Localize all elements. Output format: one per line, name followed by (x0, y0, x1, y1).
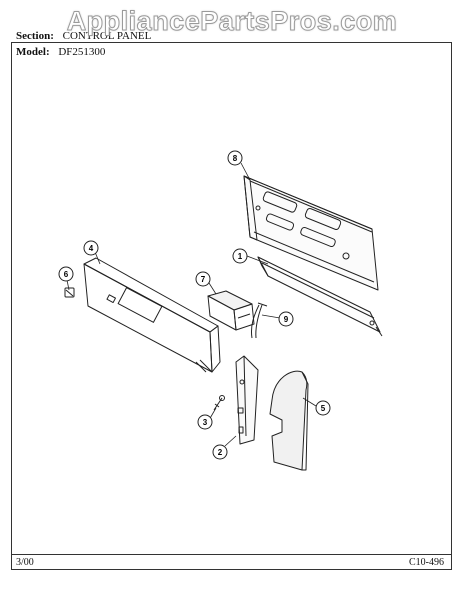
callout-3: 3 (197, 414, 213, 430)
callout-1-label: 1 (238, 252, 243, 261)
section-value: CONTROL PANEL (62, 30, 152, 42)
part-6-clip (64, 287, 75, 298)
callout-5: 5 (315, 400, 331, 416)
part-3-screw (213, 395, 225, 411)
part-1-trim-strip (257, 256, 383, 337)
model-header: Model: DF251300 (16, 46, 105, 58)
part-4-control-panel (83, 257, 221, 373)
callout-8: 8 (227, 150, 243, 166)
callout-6-label: 6 (64, 270, 69, 279)
footer-rule (11, 554, 452, 555)
callout-7: 7 (195, 271, 211, 287)
callout-4-label: 4 (89, 244, 94, 253)
footer-code: C10-496 (409, 557, 444, 568)
section-header: Section: CONTROL PANEL (16, 30, 151, 42)
callout-1: 1 (232, 248, 248, 264)
part-2-side-bracket (235, 355, 259, 445)
model-label: Model: (16, 46, 50, 58)
section-label: Section: (16, 30, 54, 42)
callout-4: 4 (83, 240, 99, 256)
callout-2-label: 2 (218, 448, 223, 457)
callout-8-label: 8 (233, 154, 238, 163)
watermark-logo: AppliancePartsPros.com (66, 6, 398, 37)
part-8-rear-bracket (243, 175, 379, 291)
callout-6: 6 (58, 266, 74, 282)
callout-2: 2 (212, 444, 228, 460)
callout-9: 9 (278, 311, 294, 327)
callout-9-label: 9 (284, 315, 289, 324)
callout-5-label: 5 (321, 404, 326, 413)
part-7-module (207, 290, 255, 331)
drawing-frame (11, 42, 452, 570)
callout-3-label: 3 (203, 418, 208, 427)
part-5-end-cap (269, 370, 309, 471)
footer-date: 3/00 (16, 557, 34, 568)
model-value: DF251300 (58, 46, 106, 58)
leader-lines (66, 162, 317, 447)
part-9-spring-clip (251, 302, 268, 339)
callout-7-label: 7 (201, 275, 206, 284)
